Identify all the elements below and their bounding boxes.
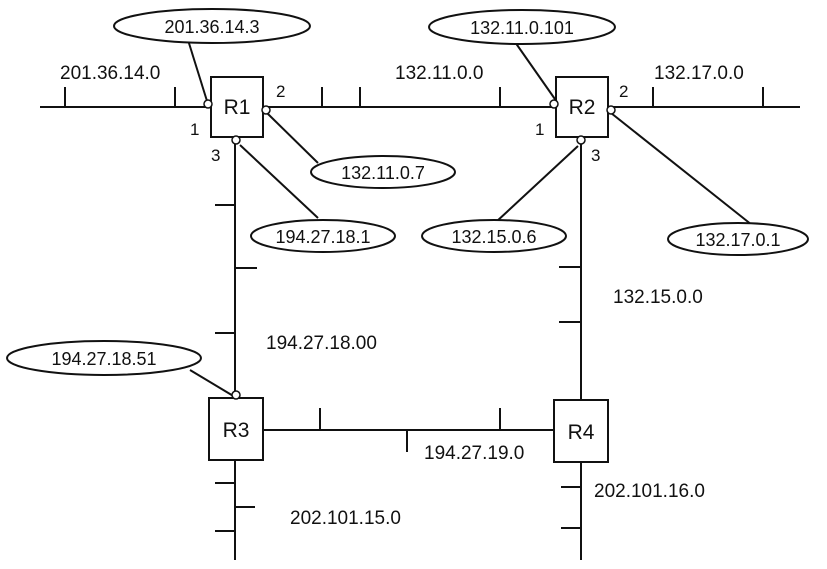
network-label-194-27-18-00: 194.27.18.00 [266,333,377,354]
interface-oval-r2-p1: 132.11.0.101 [428,9,616,45]
r1-port-1-label: 1 [190,120,199,139]
router-r1-label: R1 [224,96,251,119]
network-label-202-101-15-0: 202.101.15.0 [290,508,401,529]
network-label-194-27-19-0: 194.27.19.0 [424,443,524,464]
router-r3-label: R3 [223,419,250,442]
leader-r1-p2 [266,112,319,164]
network-label-132-11-0-0: 132.11.0.0 [395,63,483,84]
interface-oval-r2-p3: 132.15.0.6 [421,219,567,253]
leader-r2-p3 [495,145,579,223]
router-r2-label: R2 [569,96,596,119]
router-r4-label: R4 [568,421,595,444]
port-jack [203,99,213,109]
port-jack [231,135,241,145]
router-r4[interactable]: R4 [553,399,609,463]
interface-ip-r3: 194.27.18.51 [51,349,156,369]
port-jack [261,105,271,115]
router-r3[interactable]: R3 [208,397,264,461]
r2-port-3-label: 3 [591,146,600,165]
network-label-201-36-14-0: 201.36.14.0 [60,63,160,84]
r1-port-3-label: 3 [211,146,220,165]
router-r2[interactable]: R2 [555,76,609,138]
interface-ip-r2-p1: 132.11.0.101 [470,18,574,38]
interface-ip-r1-p3: 194.27.18.1 [275,227,370,247]
network-label-202-101-16-0: 202.101.16.0 [594,481,705,502]
leader-r3 [189,369,236,398]
interface-oval-r1-p3: 194.27.18.1 [250,219,396,253]
r1-port-2-label: 2 [276,82,285,101]
interface-oval-r3: 194.27.18.51 [6,340,202,376]
interface-oval-r2-p2: 132.17.0.1 [667,222,809,256]
interface-ip-r1-p2: 132.11.0.7 [341,163,425,183]
network-label-132-17-0-0: 132.17.0.0 [654,63,744,84]
interface-ip-r1-p1: 201.36.14.3 [164,17,259,37]
r2-port-1-label: 1 [535,120,544,139]
interface-oval-r1-p1: 201.36.14.3 [113,8,311,44]
interface-oval-r1-p2: 132.11.0.7 [310,155,456,189]
leader-r1-p1 [187,39,208,102]
port-jack [549,99,559,109]
port-jack [606,105,616,115]
interface-ip-r2-p2: 132.17.0.1 [695,230,780,250]
interface-ip-r2-p3: 132.15.0.6 [451,227,536,247]
leader-r2-p2 [610,112,753,226]
network-label-132-15-0-0: 132.15.0.0 [613,287,703,308]
port-jack [576,135,586,145]
r2-port-2-label: 2 [619,82,628,101]
leader-r2-p1 [514,41,558,103]
port-jack [231,390,241,400]
router-r1[interactable]: R1 [210,76,264,138]
leader-r1-p3 [239,144,319,219]
